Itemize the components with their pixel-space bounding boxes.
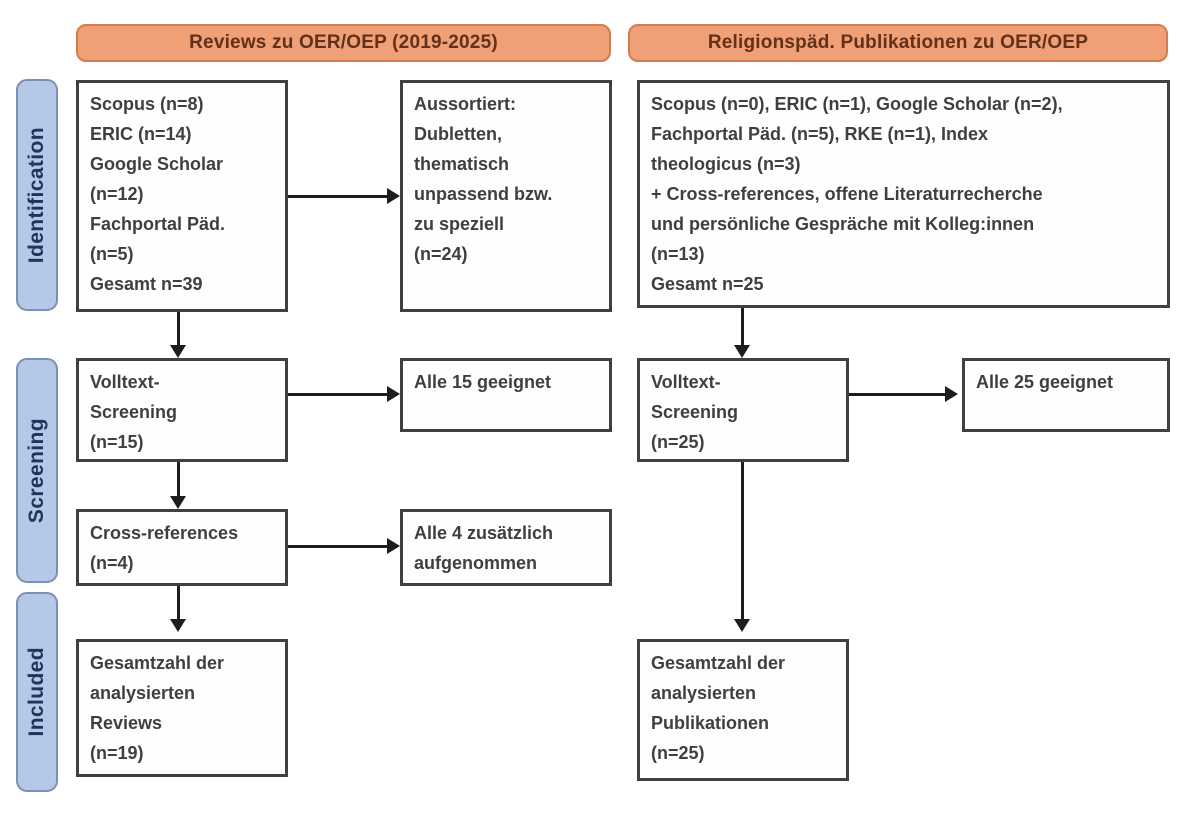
box-right-fulltext-screening: Volltext- Screening (n=25): [637, 358, 849, 462]
column-header-reviews-label: Reviews zu OER/OEP (2019-2025): [189, 32, 498, 53]
arrow-head-right-icon: [387, 386, 400, 402]
box-left-eligible: Alle 15 geeignet: [400, 358, 612, 432]
box-left-excluded: Aussortiert: Dubletten, thematisch unpas…: [400, 80, 612, 312]
arrow-line: [288, 195, 388, 198]
arrow-line: [177, 462, 180, 497]
box-left-sources: Scopus (n=8) ERIC (n=14) Google Scholar …: [76, 80, 288, 312]
arrow-head-right-icon: [945, 386, 958, 402]
box-left-added: Alle 4 zusätzlich aufgenommen: [400, 509, 612, 586]
stage-label-included-text: Included: [25, 647, 48, 737]
arrow-line: [177, 312, 180, 346]
arrow-line: [741, 462, 744, 620]
stage-label-screening-text: Screening: [25, 417, 48, 524]
stage-label-screening: Screening: [16, 358, 58, 583]
box-left-total: Gesamtzahl der analysierten Reviews (n=1…: [76, 639, 288, 777]
box-right-total: Gesamtzahl der analysierten Publikatione…: [637, 639, 849, 781]
arrow-line: [288, 393, 388, 396]
column-header-reviews: Reviews zu OER/OEP (2019-2025): [76, 24, 611, 62]
arrow-head-down-icon: [734, 345, 750, 358]
box-right-sources: Scopus (n=0), ERIC (n=1), Google Scholar…: [637, 80, 1170, 308]
arrow-line: [849, 393, 946, 396]
arrow-head-down-icon: [170, 619, 186, 632]
box-left-fulltext-screening: Volltext- Screening (n=15): [76, 358, 288, 462]
stage-label-identification-text: Identification: [25, 126, 48, 264]
arrow-head-right-icon: [387, 538, 400, 554]
column-header-religionspaed-label: Religionspäd. Publikationen zu OER/OEP: [707, 32, 1089, 53]
arrow-head-down-icon: [170, 496, 186, 509]
arrow-line: [288, 545, 388, 548]
box-left-crossreferences: Cross-references (n=4): [76, 509, 288, 586]
arrow-line: [741, 308, 744, 346]
arrow-head-down-icon: [170, 345, 186, 358]
arrow-head-down-icon: [734, 619, 750, 632]
column-header-religionspaed: Religionspäd. Publikationen zu OER/OEP: [628, 24, 1168, 62]
arrow-line: [177, 586, 180, 620]
arrow-head-right-icon: [387, 188, 400, 204]
stage-label-included: Included: [16, 592, 58, 792]
stage-label-identification: Identification: [16, 79, 58, 311]
box-right-eligible: Alle 25 geeignet: [962, 358, 1170, 432]
